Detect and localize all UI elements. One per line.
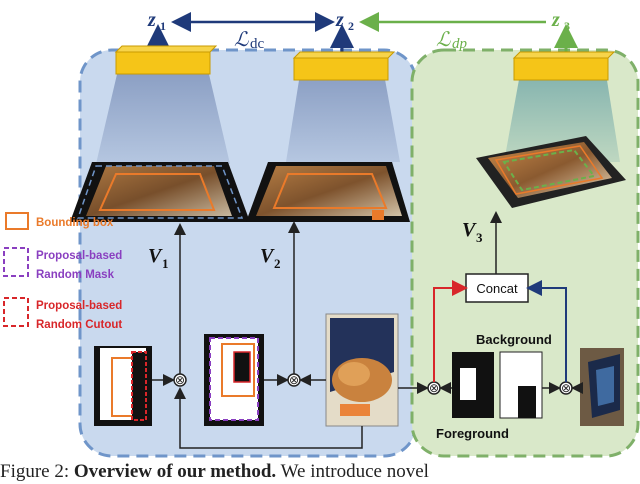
svg-text:⊗: ⊗: [289, 373, 299, 387]
view-1-image: [70, 162, 250, 222]
foreground-label: Foreground: [436, 426, 509, 441]
svg-text:Proposal-based: Proposal-based: [36, 300, 122, 312]
input-frame-photo: [580, 348, 624, 426]
encoder-1: [96, 24, 230, 164]
svg-text:⊗: ⊗: [429, 381, 439, 395]
view-label-v1: V 1: [148, 245, 169, 271]
svg-text:V: V: [462, 219, 477, 241]
photo-loop-to-mult1: [174, 387, 363, 449]
view-2-image: [246, 162, 410, 222]
svg-text:1: 1: [160, 19, 166, 33]
svg-text:V: V: [260, 245, 275, 267]
mask-2: [204, 334, 264, 426]
mask-1: [94, 346, 152, 426]
svg-text:ℒ: ℒ: [436, 29, 451, 51]
multiply-node-3: ⊗: [427, 381, 441, 395]
view-label-v2: V 2: [260, 245, 281, 271]
legend-bbox: Bounding box: [5, 212, 114, 230]
svg-text:dp: dp: [452, 36, 468, 52]
caption-prefix: Figure 2:: [0, 461, 74, 482]
multiply-node-4: ⊗: [559, 381, 573, 395]
svg-text:z: z: [551, 9, 560, 31]
svg-text:⊗: ⊗: [175, 373, 185, 387]
svg-text:Random Mask: Random Mask: [36, 269, 115, 281]
svg-text:Proposal-based: Proposal-based: [36, 250, 122, 262]
multiply-node-1: ⊗: [173, 373, 187, 387]
svg-text:z: z: [147, 9, 156, 31]
loss-dp-label: ℒ dp: [436, 29, 468, 52]
svg-text:Concat: Concat: [476, 281, 518, 296]
view-3-image: [476, 136, 626, 208]
view-label-v3: V 3: [462, 219, 483, 245]
input-cat-photo: [325, 313, 399, 427]
svg-text:2: 2: [274, 256, 281, 271]
svg-text:Bounding box: Bounding box: [36, 217, 114, 229]
fg-path-to-concat: [433, 280, 468, 382]
svg-text:3: 3: [476, 230, 483, 245]
svg-text:V: V: [148, 245, 163, 267]
encoder-2: [286, 24, 400, 162]
multiply-node-2: ⊗: [287, 373, 301, 387]
latent-z3: z 3: [551, 9, 570, 33]
svg-text:z: z: [335, 9, 344, 31]
concat-box: Concat: [465, 273, 529, 303]
legend-random-mask: Proposal-based Random Mask: [3, 247, 122, 281]
caption-rest: We introduce novel: [276, 461, 429, 482]
svg-text:2: 2: [348, 19, 354, 33]
svg-text:Random Cutout: Random Cutout: [36, 319, 122, 331]
svg-text:ℒ: ℒ: [234, 29, 249, 51]
encoder-3: [504, 24, 620, 162]
caption-bold: Overview of our method.: [73, 461, 277, 482]
foreground-mask: [452, 352, 494, 418]
background-mask: [499, 351, 543, 419]
latent-z2: z 2: [335, 9, 354, 33]
svg-text:1: 1: [162, 256, 169, 271]
background-label: Background: [476, 332, 552, 347]
figure-caption: Figure 2: Overview of our method. We int…: [0, 460, 640, 484]
svg-text:dc: dc: [250, 36, 265, 52]
bg-path-to-concat: [526, 280, 567, 382]
svg-text:⊗: ⊗: [561, 381, 571, 395]
legend-random-cutout: Proposal-based Random Cutout: [3, 297, 122, 331]
latent-z1: z 1: [147, 9, 166, 33]
loss-dc-label: ℒ dc: [234, 29, 265, 52]
